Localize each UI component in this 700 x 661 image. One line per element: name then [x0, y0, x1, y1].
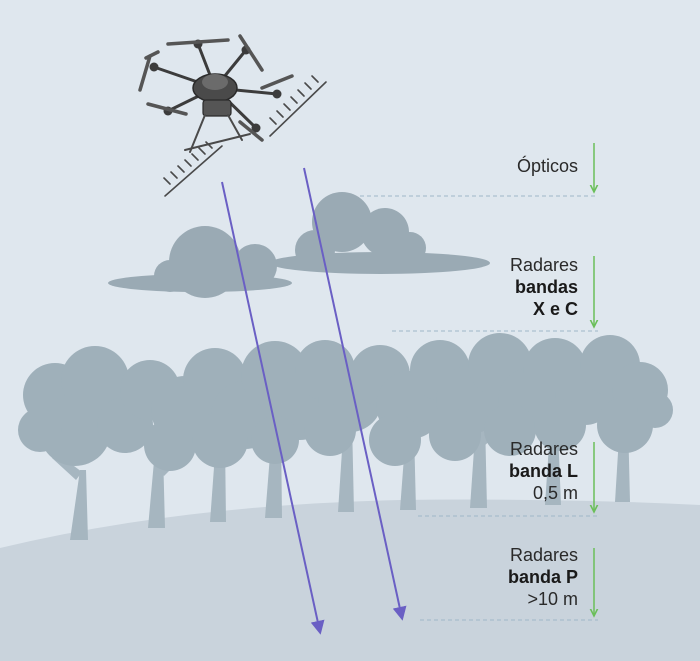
- cloud-icon: [108, 192, 490, 298]
- label-line: Ópticos: [516, 156, 578, 176]
- signal-arrow-right: [303, 167, 407, 621]
- label-line: Radares: [509, 439, 578, 459]
- label-line: 0,5 m: [532, 483, 578, 503]
- ground: [0, 499, 700, 661]
- label-line: banda L: [508, 461, 578, 481]
- label-line: X e C: [532, 299, 578, 319]
- radar-signals: [221, 167, 407, 635]
- label-line: banda P: [507, 567, 578, 587]
- label-line: >10 m: [527, 589, 578, 609]
- drone-icon: [138, 34, 327, 197]
- label-opticos: Ópticos: [517, 155, 578, 177]
- tree-canopy: [18, 333, 673, 471]
- label-line: bandas: [514, 277, 578, 297]
- signal-arrow-left: [221, 181, 325, 635]
- label-line: Radares: [509, 545, 578, 565]
- level-guides: [360, 195, 598, 621]
- label-line: Radares: [509, 255, 578, 275]
